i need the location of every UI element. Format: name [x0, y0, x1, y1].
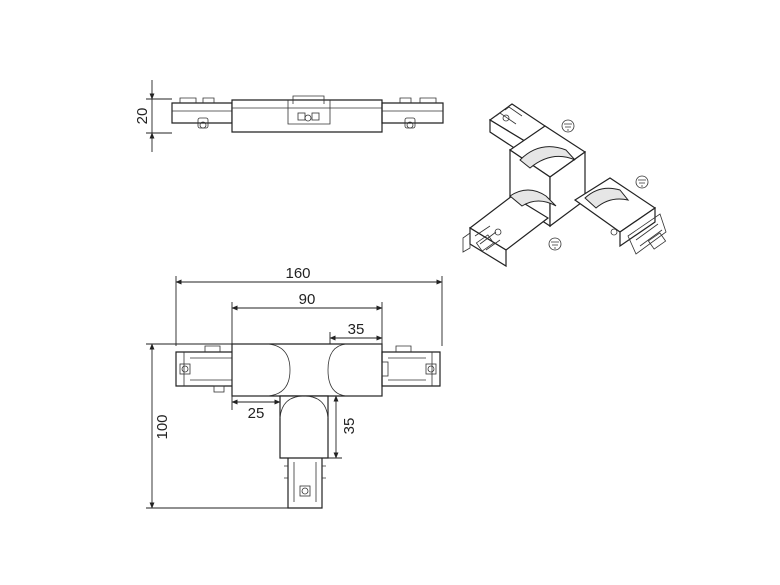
dim-center-body-width: 90	[299, 291, 316, 308]
side-view: 20	[134, 80, 444, 152]
isometric-view	[462, 103, 667, 268]
top-view: 160 90 35 25 35 100	[146, 265, 443, 509]
dim-overall-height: 100	[154, 414, 171, 439]
dim-left-offset: 25	[248, 405, 265, 422]
dim-overall-width: 160	[285, 265, 310, 282]
dim-side-height: 20	[134, 108, 151, 125]
ground-icon	[548, 237, 562, 251]
ground-icon	[561, 119, 575, 133]
dim-bottom-arm-length: 35	[341, 418, 358, 435]
ground-icon	[635, 175, 649, 189]
dim-right-arm-width: 35	[348, 321, 365, 338]
